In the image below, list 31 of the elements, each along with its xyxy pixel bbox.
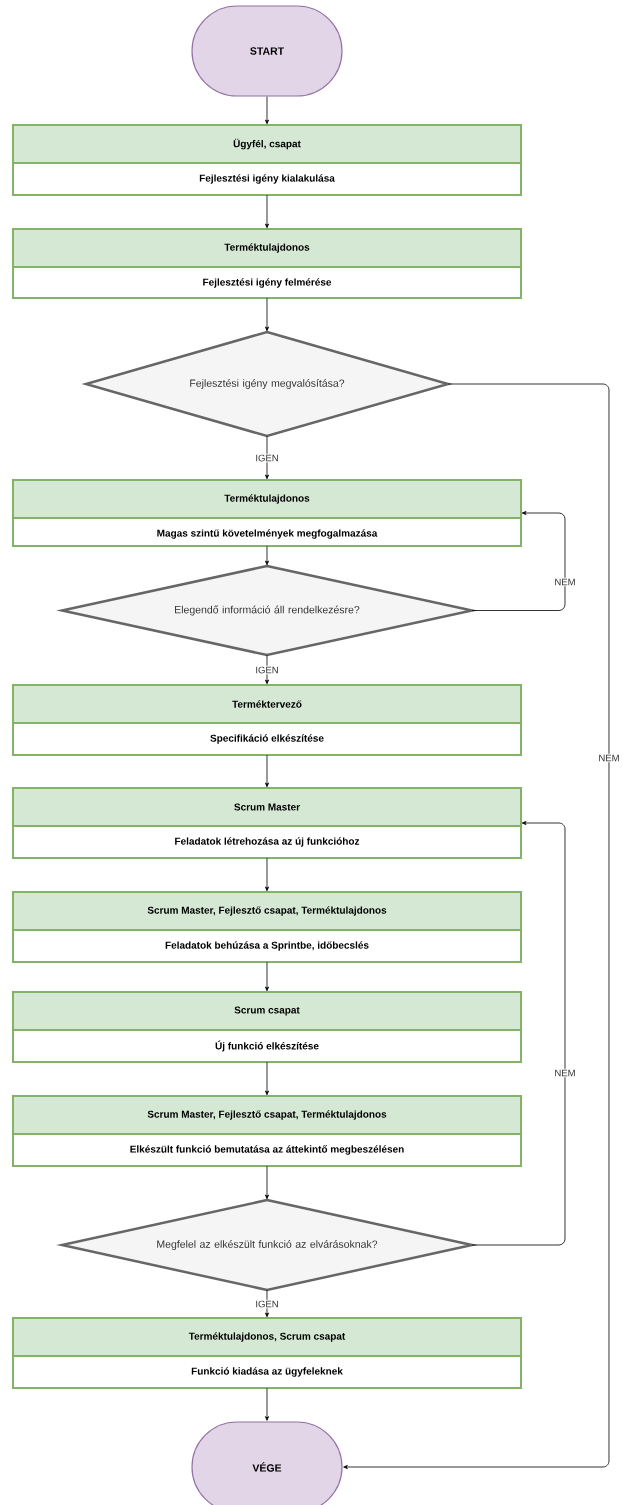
arrow xyxy=(265,1165,269,1200)
arrow xyxy=(265,435,269,480)
edge-label: NEM xyxy=(597,753,621,763)
process-box: Terméktulajdonos Magas szintű követelmények megfogalmazása xyxy=(12,479,522,547)
arrow xyxy=(265,754,269,788)
arrow xyxy=(265,1387,269,1421)
process-box: Scrum csapat Új funkció elkészítése xyxy=(12,991,522,1063)
arrow xyxy=(265,194,269,229)
process-box: Ügyfél, csapat Fejlesztési igény kialakulása xyxy=(12,124,522,196)
process-box: Terméktulajdonos Fejlesztési igény felmérése xyxy=(12,228,522,299)
arrow xyxy=(265,96,269,125)
arrow xyxy=(265,1061,269,1096)
process-box: Scrum Master, Fejlesztő csapat, Terméktulajdonos Feladatok behúzása a Sprintbe, időbecslés xyxy=(12,891,522,963)
arrow xyxy=(471,821,566,1246)
arrow xyxy=(265,1289,269,1318)
arrow xyxy=(265,545,269,566)
edge-label: NEM xyxy=(553,577,577,587)
process-box: Terméktulajdonos, Scrum csapat Funkció kiadása az ügyfeleknek xyxy=(12,1317,522,1389)
edge-label: NEM xyxy=(553,1068,577,1078)
arrow xyxy=(265,654,269,685)
arrow xyxy=(265,297,269,332)
arrow xyxy=(471,511,566,611)
process-box: Terméktervező Specifikáció elkészítése xyxy=(12,684,522,756)
process-box: Scrum Master, Fejlesztő csapat, Terméktulajdonos Elkészült funkció bemutatása az áttekintő megbeszélésen xyxy=(12,1095,522,1167)
process-box: Scrum Master Feladatok létrehozása az új funkcióhoz xyxy=(12,787,522,859)
arrow xyxy=(265,961,269,992)
edge-label: IGEN xyxy=(254,453,280,463)
arrow xyxy=(265,857,269,892)
edge-label: IGEN xyxy=(254,1299,280,1309)
edge-label: IGEN xyxy=(254,665,280,675)
arrow xyxy=(343,383,610,1469)
